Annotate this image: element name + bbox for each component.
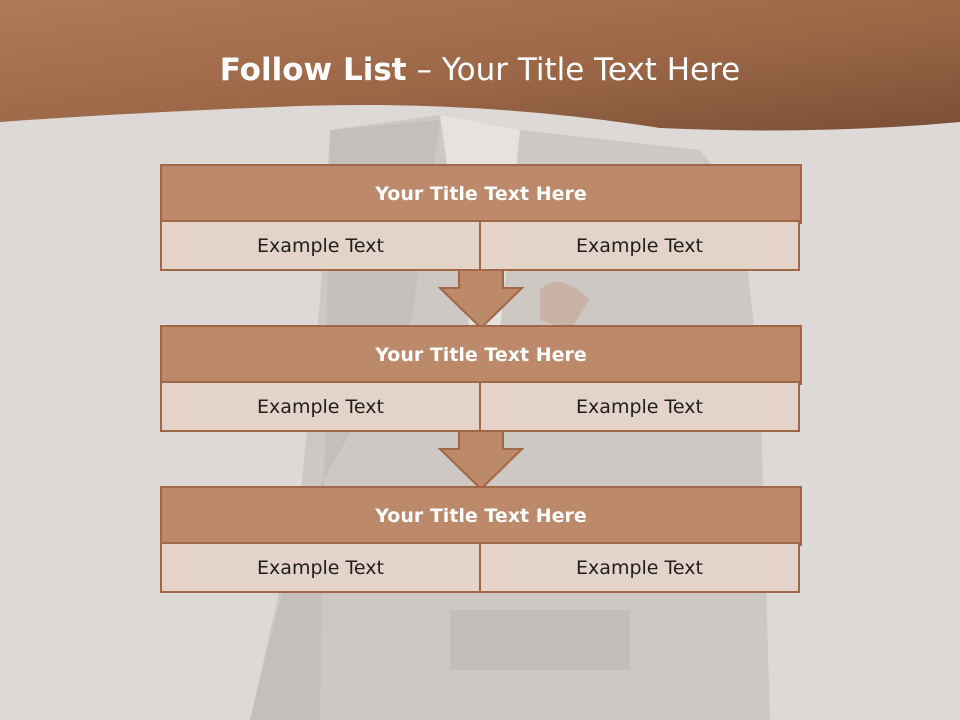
step-text-left: Example Text: [160, 381, 481, 432]
step-title: Your Title Text Here: [160, 325, 802, 385]
step-box-3: Your Title Text Here Example Text Exampl…: [160, 486, 802, 593]
step-title: Your Title Text Here: [160, 486, 802, 546]
down-arrow-icon: [438, 270, 524, 330]
step-text-right: Example Text: [479, 220, 800, 271]
step-text-left: Example Text: [160, 542, 481, 593]
title-rest: – Your Title Text Here: [406, 52, 741, 88]
step-box-2: Your Title Text Here Example Text Exampl…: [160, 325, 802, 432]
header-band: [0, 0, 960, 131]
slide-title: Follow List – Your Title Text Here: [0, 52, 960, 88]
down-arrow-icon: [438, 431, 524, 491]
title-bold: Follow List: [219, 52, 407, 88]
step-text-left: Example Text: [160, 220, 481, 271]
step-text-right: Example Text: [479, 381, 800, 432]
step-box-1: Your Title Text Here Example Text Exampl…: [160, 164, 802, 271]
step-text-right: Example Text: [479, 542, 800, 593]
step-title: Your Title Text Here: [160, 164, 802, 224]
